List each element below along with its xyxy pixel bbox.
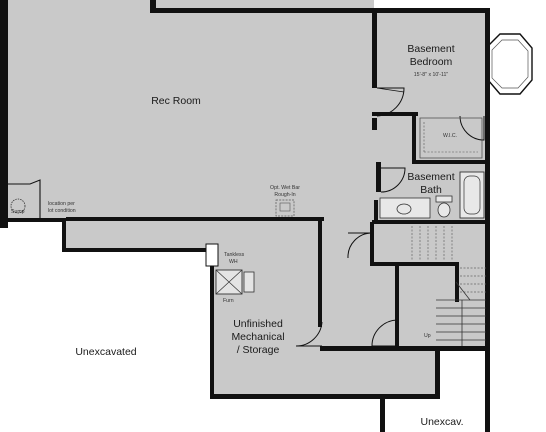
sump-pit [8, 179, 41, 218]
note-location-1: location per [48, 201, 75, 207]
label-bedroom-1: Basement [407, 43, 454, 55]
label-bedroom-dims: 15'-8" x 10'-11" [414, 72, 449, 78]
bath-fixtures [379, 171, 485, 219]
wet-bar-roughin [275, 199, 295, 217]
room-labels: Rec Room Basement Bedroom 15'-8" x 10'-1… [75, 43, 463, 428]
note-labels: Opt. Wet Bar Rough-In location per lot c… [11, 185, 431, 339]
closet-shelving [419, 117, 483, 159]
note-tankless-2: WH [229, 259, 238, 265]
note-tankless-1: Tankless [224, 252, 245, 258]
note-up: Up [424, 333, 431, 339]
note-furn: Furn [223, 298, 234, 304]
label-mech-3: / Storage [237, 344, 280, 356]
note-sump: Sump [11, 209, 25, 215]
mechanical-equipment [205, 243, 255, 295]
note-wet-bar-1: Opt. Wet Bar [270, 185, 300, 191]
floor-areas [6, 0, 488, 396]
label-bath-1: Basement [407, 171, 454, 183]
stairs [411, 226, 486, 346]
label-bath-2: Bath [420, 184, 442, 196]
label-mech-2: Mechanical [231, 331, 284, 343]
walls [0, 0, 490, 432]
note-location-2: lot condition [48, 208, 76, 214]
label-unexcavated: Unexcavated [75, 346, 136, 358]
label-wic: W.I.C. [443, 133, 457, 139]
doors [295, 87, 485, 347]
bay-window [487, 33, 533, 95]
label-unexcav: Unexcav. [421, 416, 464, 428]
label-rec-room: Rec Room [151, 95, 201, 107]
note-wet-bar-2: Rough-In [274, 192, 295, 198]
label-bedroom-2: Bedroom [410, 56, 453, 68]
label-mech-1: Unfinished [233, 318, 283, 330]
